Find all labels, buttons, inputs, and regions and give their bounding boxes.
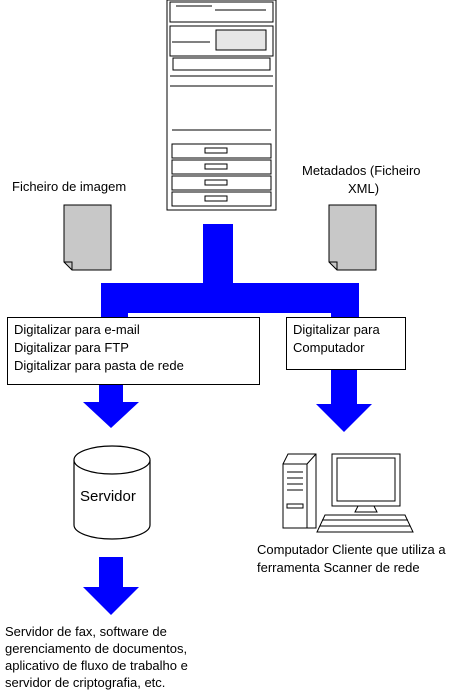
connector-arrow xyxy=(101,224,359,317)
bottom-label-line3: aplicativo de fluxo de trabalho e xyxy=(5,658,188,673)
scan-ftp-label: Digitalizar para FTP xyxy=(14,340,129,355)
bottom-label-line1: Servidor de fax, software de xyxy=(5,624,167,639)
bottom-label-line4: servidor de criptografia, etc. xyxy=(5,675,166,690)
metadata-file-icon xyxy=(328,204,377,271)
computer-icon xyxy=(282,453,414,533)
client-label-line2: ferramenta Scanner de rede xyxy=(257,560,420,575)
bottom-label-line2: gerenciamento de documentos, xyxy=(5,641,188,656)
scan-to-computer-box: Digitalizar para Computador xyxy=(286,317,406,370)
metadata-label-line1: Metadados (Ficheiro xyxy=(302,163,421,178)
scan-computer-line1: Digitalizar para xyxy=(293,322,380,337)
metadata-label-line2: XML) xyxy=(348,181,380,196)
scan-network-folder-label: Digitalizar para pasta de rede xyxy=(14,358,184,373)
printer-icon xyxy=(166,0,277,211)
client-label-line1: Computador Cliente que utiliza a xyxy=(257,542,446,557)
scan-destinations-box: Digitalizar para e-mail Digitalizar para… xyxy=(7,317,260,385)
scan-email-label: Digitalizar para e-mail xyxy=(14,322,140,337)
down-arrow-bottom xyxy=(83,557,139,615)
down-arrow-computer xyxy=(316,370,372,432)
server-icon xyxy=(73,445,151,540)
image-file-icon xyxy=(63,204,112,271)
scan-computer-line2: Computador xyxy=(293,340,365,355)
image-file-label: Ficheiro de imagem xyxy=(12,179,127,194)
server-label: Servidor xyxy=(80,488,136,505)
down-arrow-server xyxy=(83,385,139,428)
